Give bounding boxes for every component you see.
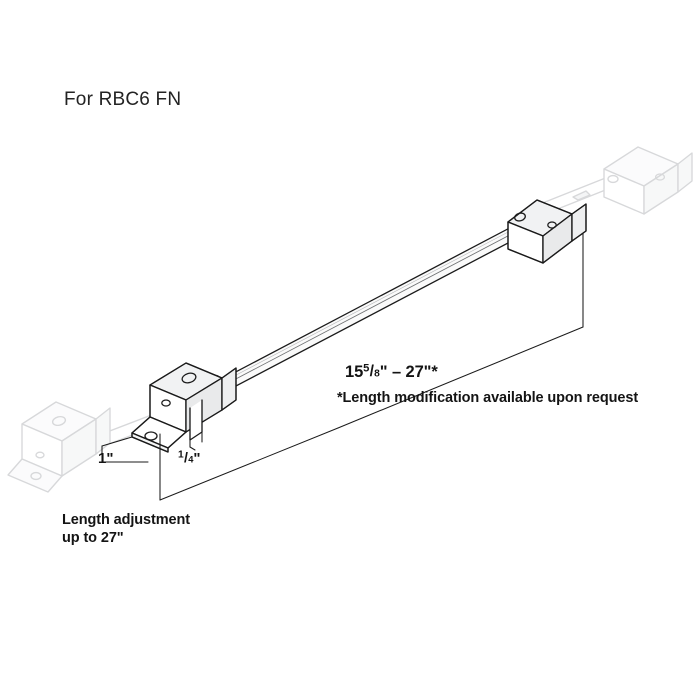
dimension-one-inch-witness <box>101 436 149 463</box>
dimension-quarter-inch-label: 1/4" <box>178 450 201 469</box>
dimension-one-inch-label: 1" <box>98 450 114 467</box>
dimension-length-range-label: 155/8" – 27"* <box>345 362 438 383</box>
connecting-rod <box>208 221 528 398</box>
dimension-lines-layer <box>101 232 584 501</box>
drawing-title: For RBC6 FN <box>64 89 182 110</box>
range-fraction-bar: / <box>369 363 374 381</box>
dimension-quarter-inch-witness <box>189 399 203 451</box>
leader-length-range <box>337 232 584 429</box>
range-tail: " – 27"* <box>379 363 438 381</box>
right-bracket-ghost <box>603 146 693 215</box>
thickness-tail: " <box>193 450 201 467</box>
left-bracket-ghost <box>7 401 111 493</box>
thickness-fraction-bar: / <box>183 450 188 467</box>
left-bracket <box>131 362 237 453</box>
range-whole-number: 15 <box>345 363 364 381</box>
length-modification-note: *Length modification available upon requ… <box>337 390 639 406</box>
right-bracket <box>507 199 587 264</box>
range-fraction-denominator: 8 <box>374 368 380 380</box>
leader-length-adjustment <box>159 427 339 501</box>
range-fraction: 5/8 <box>363 361 380 382</box>
length-adjustment-line2: up to 27" <box>62 530 124 547</box>
length-adjustment-callout: Length adjustment up to 27" <box>62 511 190 547</box>
ghost-extension-layer <box>7 146 693 493</box>
product-solid-layer <box>131 199 587 453</box>
thickness-fraction: 1/4 <box>178 449 193 468</box>
thickness-fraction-denominator: 4 <box>188 454 194 465</box>
thickness-fraction-numerator: 1 <box>178 449 184 461</box>
length-adjustment-line1: Length adjustment <box>62 512 190 528</box>
range-fraction-numerator: 5 <box>363 362 370 375</box>
